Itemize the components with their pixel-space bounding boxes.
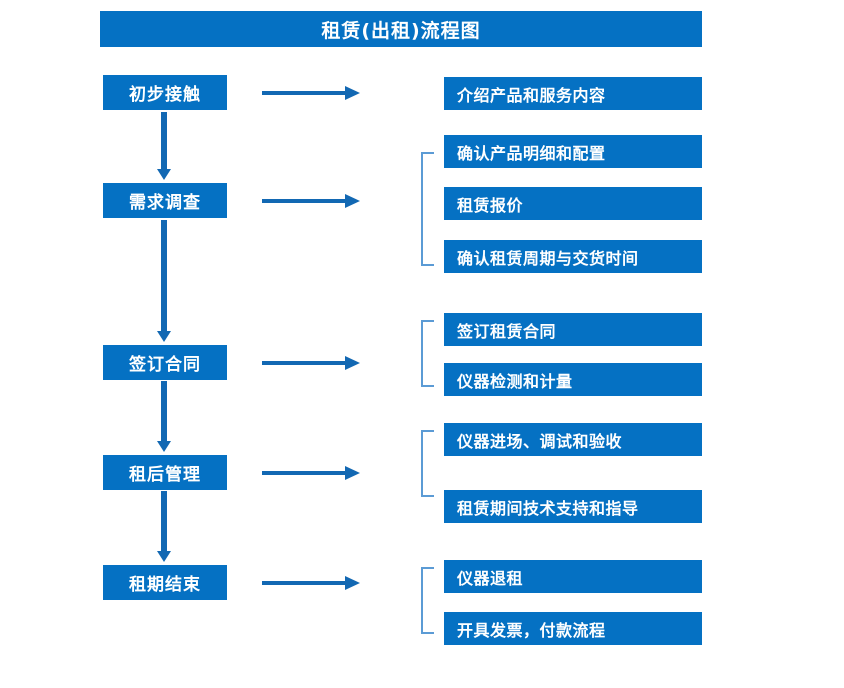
detail-box-6[interactable]: 仪器检测和计量 [444,363,702,396]
arrow-stage-2-to-details [262,194,360,208]
stage-box-5[interactable]: 租期结束 [103,565,227,600]
arrow-stage-1-to-stage-2 [157,112,171,180]
stage-box-2[interactable]: 需求调查 [103,183,227,218]
detail-box-9[interactable]: 仪器退租 [444,560,702,593]
arrow-shaft [262,199,346,203]
arrow-shaft [161,491,167,552]
arrow-head-icon [345,466,360,480]
page-title: 租赁(出租)流程图 [100,11,702,47]
arrow-shaft [262,361,346,365]
arrow-head-icon [157,331,171,342]
arrow-shaft [161,112,167,170]
arrow-stage-1-to-details [262,86,360,100]
stage-box-3[interactable]: 签订合同 [103,345,227,380]
arrow-head-icon [157,441,171,452]
detail-box-2[interactable]: 确认产品明细和配置 [444,135,702,168]
arrow-shaft [161,220,167,332]
arrow-stage-5-to-details [262,576,360,590]
arrow-head-icon [345,576,360,590]
arrow-stage-4-to-stage-5 [157,491,171,562]
arrow-stage-4-to-details [262,466,360,480]
bracket-contract-group [421,320,434,387]
arrow-head-icon [157,169,171,180]
stage-box-4[interactable]: 租后管理 [103,455,227,490]
bracket-needs-group [421,152,434,266]
arrow-head-icon [157,551,171,562]
detail-box-10[interactable]: 开具发票，付款流程 [444,612,702,645]
arrow-shaft [262,91,346,95]
detail-box-3[interactable]: 租赁报价 [444,187,702,220]
arrow-head-icon [345,86,360,100]
detail-box-1[interactable]: 介绍产品和服务内容 [444,77,702,110]
stage-box-1[interactable]: 初步接触 [103,75,227,110]
arrow-shaft [161,381,167,442]
arrow-head-icon [345,194,360,208]
bracket-management-group [421,430,434,497]
arrow-shaft [262,581,346,585]
arrow-head-icon [345,356,360,370]
arrow-stage-2-to-stage-3 [157,220,171,342]
detail-box-7[interactable]: 仪器进场、调试和验收 [444,423,702,456]
detail-box-5[interactable]: 签订租赁合同 [444,313,702,346]
bracket-end-group [421,567,434,634]
arrow-stage-3-to-stage-4 [157,381,171,452]
detail-box-4[interactable]: 确认租赁周期与交货时间 [444,240,702,273]
detail-box-8[interactable]: 租赁期间技术支持和指导 [444,490,702,523]
arrow-shaft [262,471,346,475]
arrow-stage-3-to-details [262,356,360,370]
